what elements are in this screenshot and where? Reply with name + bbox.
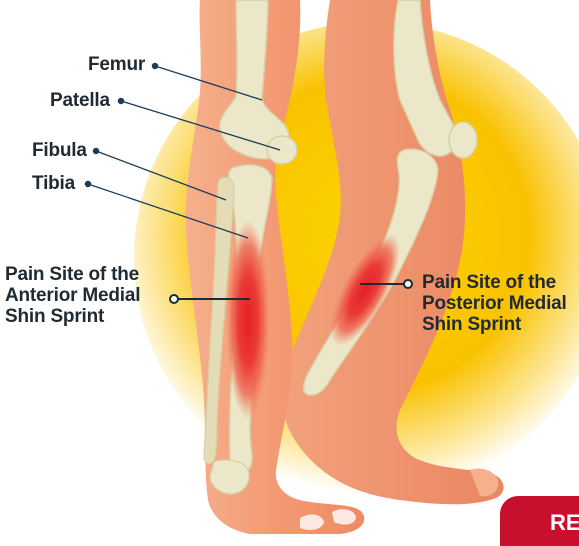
anterior-label-line-3: Shin Sprint [5, 306, 140, 327]
femur-label: Femur [88, 54, 145, 76]
anterior-pain-label: Pain Site of the Anterior Medial Shin Sp… [5, 264, 140, 327]
patella-label: Patella [50, 90, 110, 112]
posterior-label-line-2: Posterior Medial [422, 293, 567, 314]
corner-badge-text: RE [550, 510, 579, 536]
fibula-label: Fibula [32, 140, 87, 162]
posterior-label-line-3: Shin Sprint [422, 314, 567, 335]
posterior-pain-label: Pain Site of the Posterior Medial Shin S… [422, 272, 567, 335]
anterior-label-line-1: Pain Site of the [5, 264, 140, 285]
tibia-label: Tibia [32, 173, 75, 195]
anterior-label-line-2: Anterior Medial [5, 285, 140, 306]
anterior-pain-site [226, 220, 270, 420]
posterior-label-line-1: Pain Site of the [422, 272, 567, 293]
corner-badge[interactable]: RE [500, 496, 579, 546]
